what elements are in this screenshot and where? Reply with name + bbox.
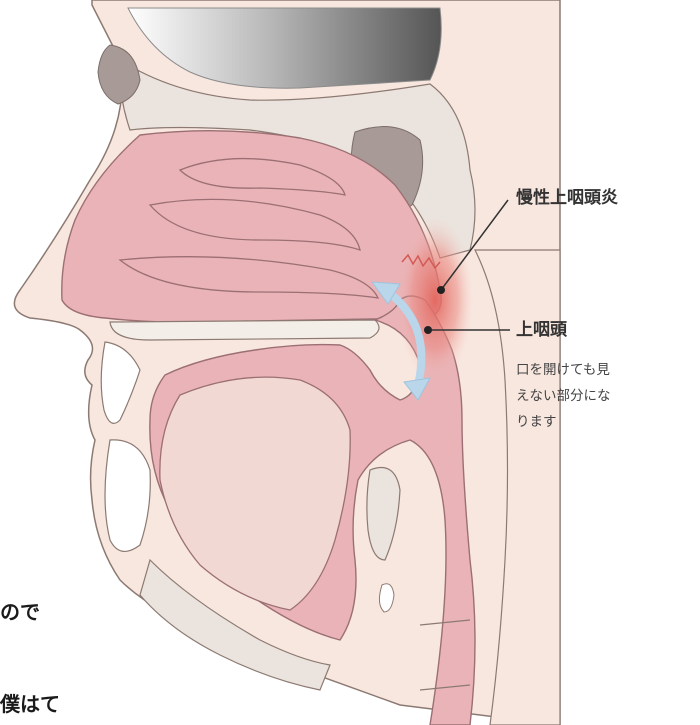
epipharynx-note-line: 口を開けても見 <box>516 358 610 378</box>
leader-dot-chronic <box>437 286 445 294</box>
label-epipharynx: 上咽頭 <box>516 315 567 340</box>
epipharynx-note-line: えない部分にな <box>516 384 611 404</box>
hard-palate <box>110 320 379 340</box>
inflamed-area <box>397 218 473 382</box>
epipharynx-note-line: ります <box>516 410 557 430</box>
leader-dot-epipharynx <box>424 326 432 334</box>
lower-incisor <box>105 440 150 552</box>
body-text-fragment: 僕はて <box>0 688 60 717</box>
body-text-fragment: ので <box>0 596 40 625</box>
label-chronic-epipharyngitis: 慢性上咽頭炎 <box>516 183 618 208</box>
